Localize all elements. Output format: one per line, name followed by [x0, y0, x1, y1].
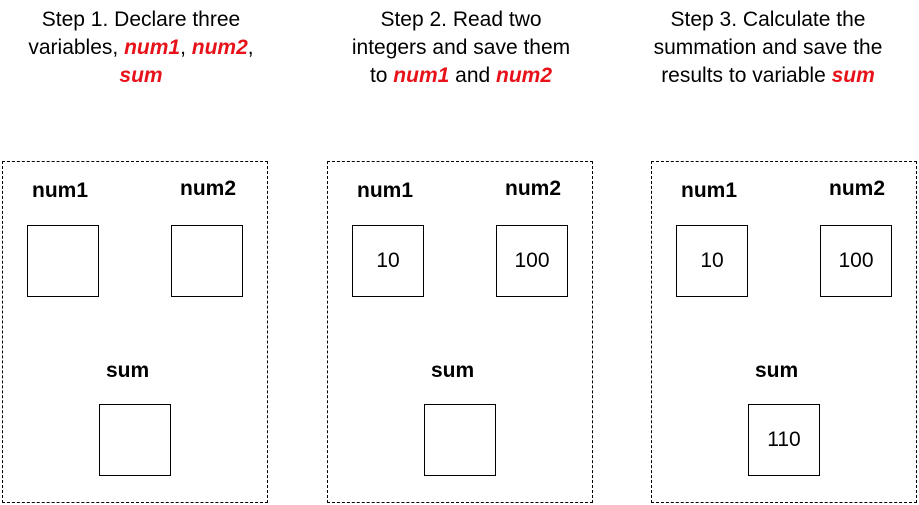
step2-var-num1-highlight: num1 — [393, 64, 450, 87]
step1-var-sum-highlight: sum — [119, 64, 163, 87]
step2-label-sum: sum — [431, 359, 475, 382]
step2-num2-box: 100 — [496, 225, 568, 297]
step2-caption-text: to — [369, 64, 394, 87]
step2-sum-box — [424, 404, 496, 476]
step3-caption-line1: Step 3. Calculate the — [670, 8, 866, 31]
step3-caption-line3: results to variable sum — [618, 62, 918, 90]
step1-var-num2-highlight: num2 — [191, 36, 248, 59]
step2-num1-box: 10 — [352, 225, 424, 297]
step2-caption-line3: to num1 and num2 — [311, 62, 611, 90]
step3-caption-line2: summation and save the — [653, 36, 883, 59]
step1-label-num1: num1 — [32, 179, 89, 202]
step1-memory-panel: num1 num2 sum — [2, 161, 268, 503]
step3-num1-box: 10 — [676, 225, 748, 297]
step3-var-sum-highlight: sum — [831, 64, 875, 87]
step1-caption-separator: , — [247, 36, 254, 59]
step2-caption-line1: Step 2. Read two — [380, 8, 542, 31]
step2-caption-text: and — [449, 64, 497, 87]
step3-memory-panel: num1 num2 10 100 sum 110 — [651, 161, 917, 503]
step1-caption-separator: , — [180, 36, 192, 59]
step1-label-num2: num2 — [180, 177, 237, 200]
step1-caption-line3: sum — [0, 62, 291, 90]
step1-num2-box — [171, 225, 243, 297]
step1-caption-text: variables, — [28, 36, 125, 59]
step2-caption: Step 2. Read two integers and save them … — [311, 6, 611, 90]
step2-caption-line2: integers and save them — [351, 36, 571, 59]
step3-num2-box: 100 — [820, 225, 892, 297]
step1-sum-box — [99, 404, 171, 476]
step3-label-num1: num1 — [681, 179, 738, 202]
step3-label-sum: sum — [755, 359, 799, 382]
step1-var-num1-highlight: num1 — [124, 36, 181, 59]
step2-var-num2-highlight: num2 — [496, 64, 553, 87]
step2-memory-panel: num1 num2 10 100 sum — [327, 161, 593, 503]
step3-label-num2: num2 — [829, 177, 886, 200]
step1-num1-box — [27, 225, 99, 297]
step1-caption-line1: Step 1. Declare three — [41, 8, 241, 31]
step1-caption: Step 1. Declare three variables, num1, n… — [0, 6, 291, 90]
step3-caption-text: results to variable — [661, 64, 832, 87]
step1-caption-line2: variables, num1, num2, — [0, 34, 291, 62]
step2-label-num2: num2 — [505, 177, 562, 200]
step3-caption: Step 3. Calculate the summation and save… — [618, 6, 918, 90]
step1-label-sum: sum — [106, 359, 150, 382]
step2-label-num1: num1 — [357, 179, 414, 202]
step3-sum-box: 110 — [748, 404, 820, 476]
